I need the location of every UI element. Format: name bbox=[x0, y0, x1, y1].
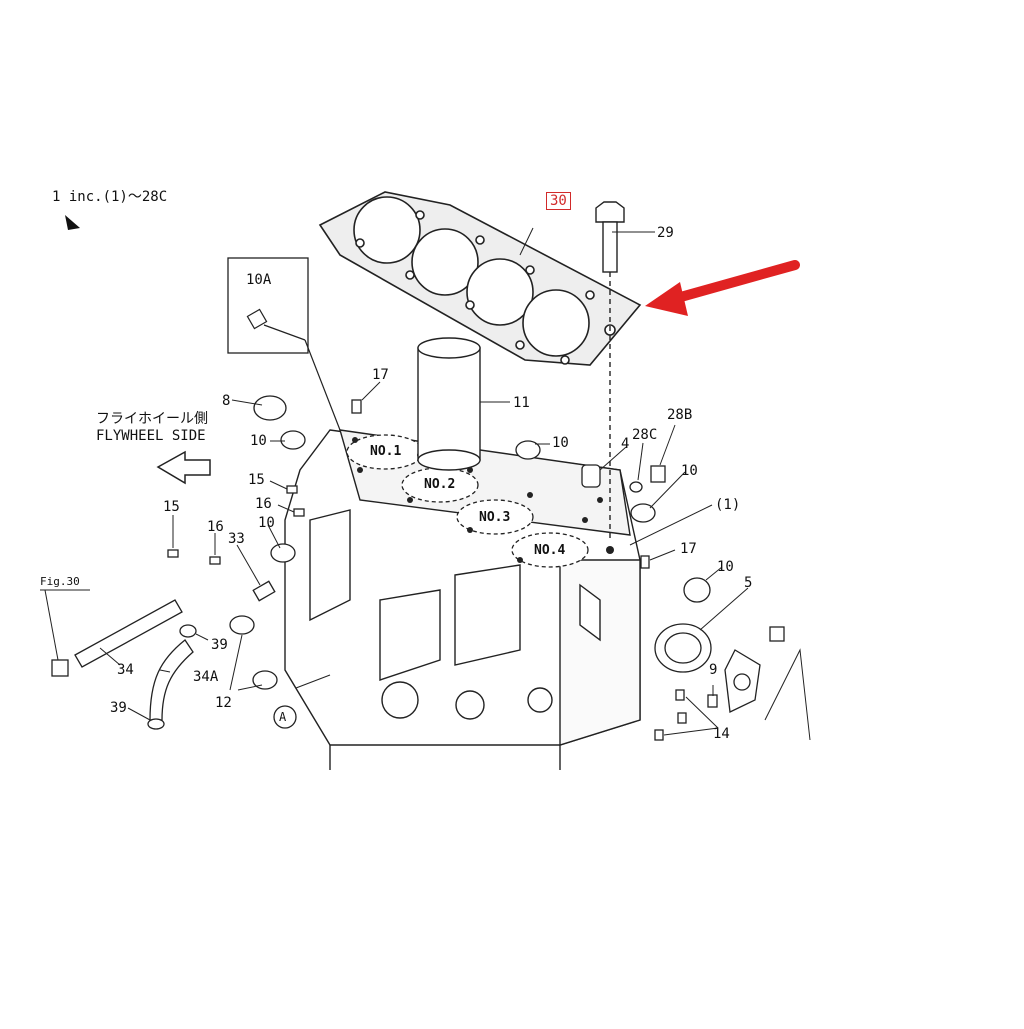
part-label: 39 bbox=[211, 637, 228, 653]
flywheel-label-jp: フライホイール側 bbox=[96, 411, 208, 427]
part-label: 33 bbox=[228, 531, 245, 547]
part-label: 12 bbox=[215, 695, 232, 711]
part-label: 16 bbox=[255, 496, 272, 512]
part-label: 8 bbox=[222, 393, 231, 409]
part-label: 4 bbox=[621, 436, 630, 452]
part-label: 34 bbox=[117, 662, 134, 678]
part-label: 11 bbox=[513, 395, 530, 411]
cylinder-label: NO.4 bbox=[534, 543, 566, 558]
cylinder-label: NO.3 bbox=[479, 510, 511, 525]
small-parts bbox=[51, 395, 785, 741]
callout-a-circle bbox=[273, 705, 297, 729]
highlight-part-30: 30 bbox=[546, 192, 571, 210]
cylinder-label: NO.1 bbox=[370, 444, 402, 459]
part-label: 14 bbox=[713, 726, 730, 742]
part-label: 17 bbox=[680, 541, 697, 557]
red-arrow-icon bbox=[645, 260, 800, 316]
part-label: 10 bbox=[717, 559, 734, 575]
part-label: 10 bbox=[258, 515, 275, 531]
block-holes bbox=[352, 437, 614, 563]
callout-a-label: A bbox=[279, 710, 287, 724]
cylinder-bores bbox=[346, 434, 589, 568]
header-note: 1 inc.(1)～28C bbox=[52, 189, 168, 205]
part-label: 17 bbox=[372, 367, 389, 383]
part-label: 15 bbox=[163, 499, 180, 515]
detail-box-10A bbox=[227, 257, 309, 354]
part-label: 10 bbox=[250, 433, 267, 449]
cylinder-block bbox=[284, 429, 641, 770]
part-label: 34A bbox=[193, 669, 219, 685]
head-gasket bbox=[318, 191, 642, 366]
part-label: 10 bbox=[552, 435, 569, 451]
leader-lines bbox=[40, 227, 811, 741]
part-label: 28C bbox=[632, 427, 658, 443]
part-label: 9 bbox=[709, 662, 718, 678]
fig-ref: Fig.30 bbox=[40, 575, 80, 588]
part-label: 39 bbox=[110, 700, 127, 716]
part-label: 16 bbox=[207, 519, 224, 535]
part-label: 28B bbox=[667, 407, 693, 423]
flywheel-arrow-icon bbox=[156, 450, 211, 485]
hoses bbox=[74, 599, 197, 730]
flywheel-label-en: FLYWHEEL SIDE bbox=[96, 428, 206, 444]
part-label: 10A bbox=[246, 272, 272, 288]
part-label: (1) bbox=[715, 497, 741, 513]
head-bolt bbox=[595, 201, 625, 540]
cylinder-liner bbox=[417, 337, 481, 471]
header-triangle-icon bbox=[65, 215, 80, 230]
part-label: 10 bbox=[681, 463, 698, 479]
part-label: 5 bbox=[744, 575, 753, 591]
part-label: 29 bbox=[657, 225, 674, 241]
part-label: 15 bbox=[248, 472, 265, 488]
cylinder-label: NO.2 bbox=[424, 477, 456, 492]
